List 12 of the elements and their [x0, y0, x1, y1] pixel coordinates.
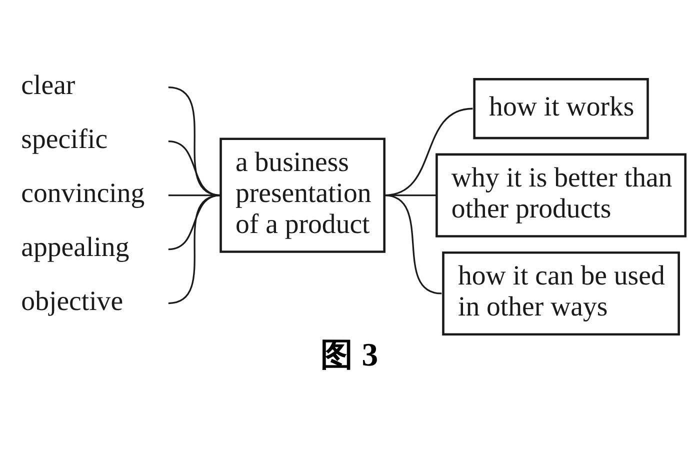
- connector: [384, 194, 442, 294]
- node-text: clear: [21, 70, 76, 102]
- node-box: a business presentation of a product: [220, 138, 386, 253]
- node-box: how it works: [473, 78, 649, 140]
- caption: 图 3: [320, 337, 378, 374]
- node-box: why it is better than other products: [436, 153, 686, 238]
- node-text: convincing: [21, 178, 145, 210]
- node-text: specific: [21, 124, 108, 156]
- node-box: how it can be used in other ways: [442, 251, 680, 336]
- node-text: appealing: [21, 232, 130, 264]
- connector: [168, 194, 221, 304]
- node-text: objective: [21, 286, 124, 318]
